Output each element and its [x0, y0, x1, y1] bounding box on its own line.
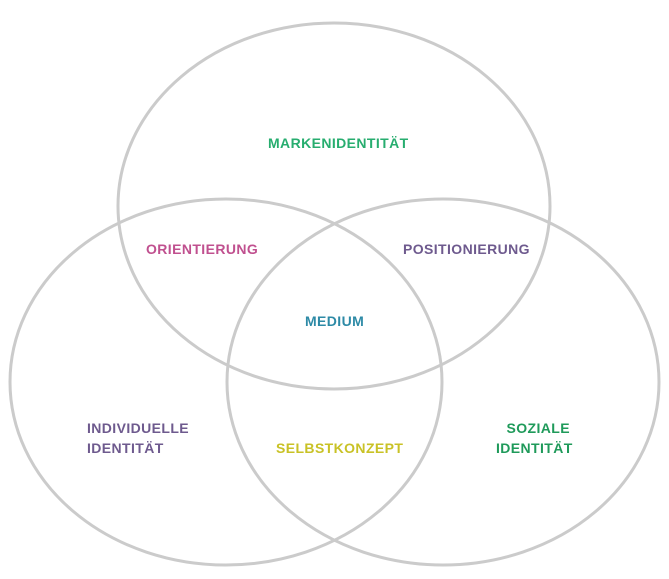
- label-orientierung: ORIENTIERUNG: [146, 241, 259, 257]
- label-positionierung: POSITIONIERUNG: [403, 241, 530, 257]
- label-markenidentitaet: MARKENIDENTITÄT: [268, 135, 409, 151]
- circle-markenidentitaet: [116, 21, 552, 391]
- label-medium: MEDIUM: [305, 313, 365, 329]
- label-individuelle-identitaet: INDIVIDUELLE IDENTITÄT: [87, 420, 190, 456]
- circle-soziale-identitaet: [225, 197, 661, 567]
- label-selbstkonzept: SELBSTKONZEPT: [276, 440, 404, 456]
- label-soziale-identitaet: SOZIALE IDENTITÄT: [496, 420, 573, 456]
- circle-individuelle-identitaet: [8, 197, 444, 567]
